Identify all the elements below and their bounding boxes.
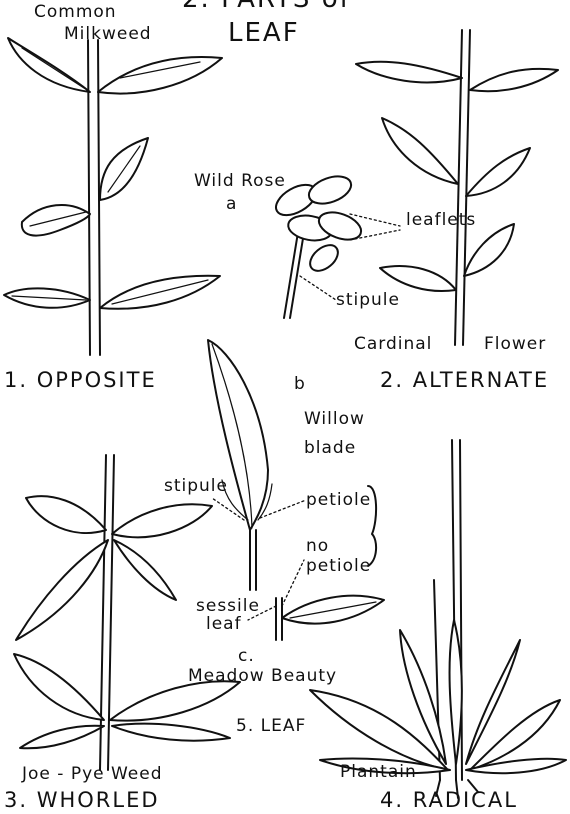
title-line1: 2. PARTS of bbox=[182, 0, 351, 12]
no-petiole-label: petiole bbox=[306, 558, 371, 575]
joe-pye-weed-label: Joe - Pye Weed bbox=[22, 766, 163, 783]
blade-label: blade bbox=[304, 440, 356, 457]
no-label: no bbox=[306, 538, 329, 555]
willow-drawing bbox=[208, 340, 306, 590]
leaflets-label: leaflets bbox=[406, 212, 476, 229]
wild-rose-label: Wild Rose bbox=[194, 173, 286, 190]
letter-c: c. bbox=[238, 648, 255, 665]
plantain-label: Plantain bbox=[340, 764, 417, 781]
whorled-label: 3. WHORLED bbox=[4, 790, 160, 811]
leaf-section-label: 5. LEAF bbox=[236, 718, 306, 735]
cardinal-label: Cardinal bbox=[354, 336, 432, 353]
radical-label: 4. RADICAL bbox=[380, 790, 518, 811]
meadow-beauty-label: Meadow Beauty bbox=[188, 668, 337, 685]
opposite-label: 1. OPPOSITE bbox=[4, 370, 157, 391]
milkweed-drawing bbox=[4, 38, 222, 355]
sessile-leaf-label: leaf bbox=[206, 616, 242, 633]
letter-a: a bbox=[226, 196, 237, 213]
sessile-label: sessile bbox=[196, 598, 260, 615]
stipule-a-label: stipule bbox=[336, 292, 400, 309]
petiole-label: petiole bbox=[306, 492, 371, 509]
milkweed-label-line1: Common bbox=[34, 4, 117, 21]
milkweed-label-line2: Milkweed bbox=[64, 26, 152, 43]
title-line2: LEAF bbox=[228, 20, 300, 46]
flower-label: Flower bbox=[484, 336, 546, 353]
willow-label: Willow bbox=[304, 411, 365, 428]
alternate-label: 2. ALTERNATE bbox=[380, 370, 549, 391]
stipule-b-label: stipule bbox=[164, 478, 228, 495]
letter-b: b bbox=[294, 376, 306, 393]
